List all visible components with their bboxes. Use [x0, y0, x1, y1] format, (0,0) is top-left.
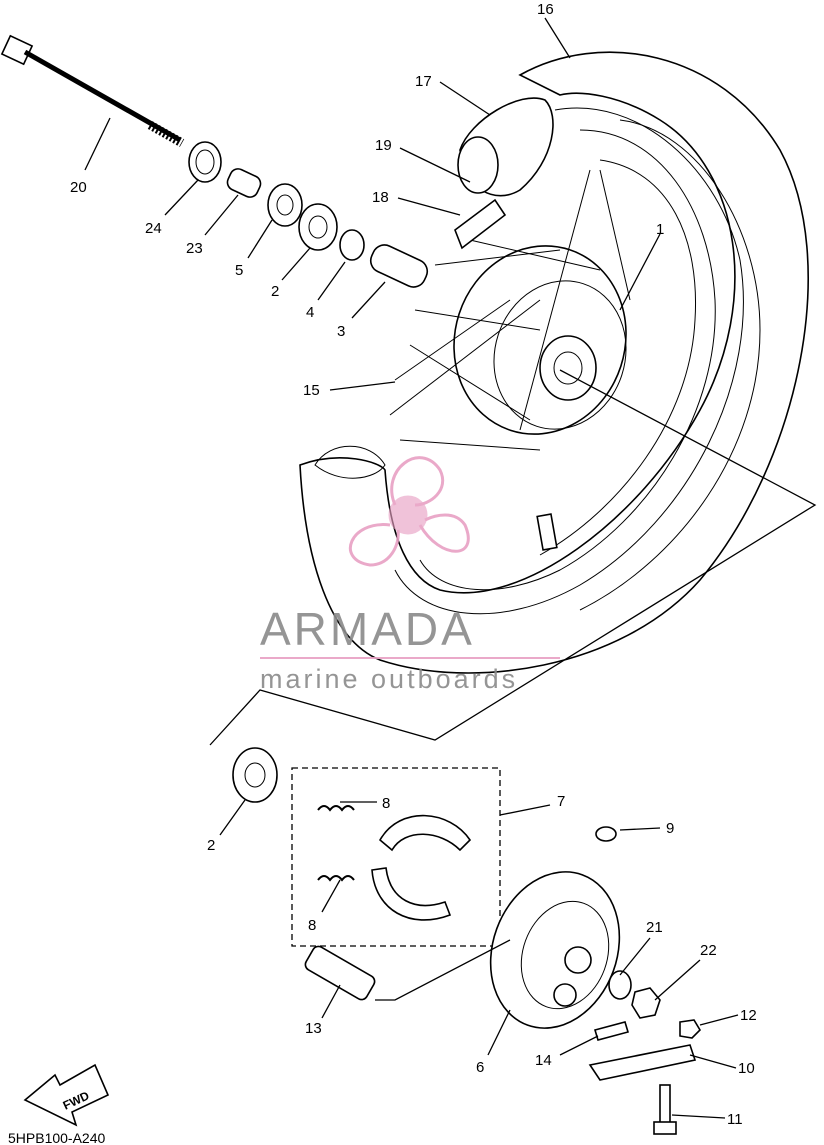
- callout-17: 17: [415, 73, 432, 90]
- callout-24: 24: [145, 220, 162, 237]
- callout-11: 11: [727, 1111, 743, 1128]
- callout-23: 23: [186, 240, 203, 257]
- axle-group: [0, 34, 429, 288]
- callout-6: 6: [476, 1059, 484, 1076]
- lower-bearing: [232, 747, 278, 803]
- callout-10: 10: [738, 1060, 755, 1077]
- brake-panel-group: [304, 826, 702, 1135]
- watermark-brand: ARMADA: [260, 603, 475, 655]
- callout-18: 18: [372, 189, 389, 206]
- watermark: ARMADA marine outboards: [260, 456, 560, 694]
- callout-22: 22: [700, 942, 717, 959]
- callout-1: 1: [656, 221, 664, 238]
- callout-3: 3: [337, 323, 345, 340]
- watermark-tagline: marine outboards: [260, 664, 518, 694]
- callout-14: 14: [535, 1052, 552, 1069]
- callout-2: 2: [271, 283, 279, 300]
- armada-logo-icon: [348, 456, 470, 567]
- callout-2-lower: 2: [207, 837, 215, 854]
- callout-4: 4: [306, 304, 314, 321]
- callout-15: 15: [303, 382, 320, 399]
- callout-9: 9: [666, 820, 674, 837]
- wheel-assembly: [209, 51, 817, 746]
- callout-16: 16: [537, 1, 554, 18]
- callout-labels: 16 17 19 18 1 20 24 23 5 2 4 3 15 2 8 7 …: [70, 1, 757, 1128]
- brake-shoe-kit: [291, 767, 501, 947]
- callout-8-lower: 8: [308, 917, 316, 934]
- callout-21: 21: [646, 919, 663, 936]
- callout-20: 20: [70, 179, 87, 196]
- leader-lines: [84, 17, 739, 1119]
- callout-5: 5: [235, 262, 243, 279]
- fwd-arrow-icon: FWD: [23, 1063, 110, 1127]
- callout-12: 12: [740, 1007, 757, 1024]
- callout-13: 13: [305, 1020, 322, 1037]
- callout-8-upper: 8: [382, 795, 390, 812]
- callout-7: 7: [557, 793, 565, 810]
- drawing-code: 5HPB100-A240: [8, 1130, 106, 1145]
- callout-19: 19: [375, 137, 392, 154]
